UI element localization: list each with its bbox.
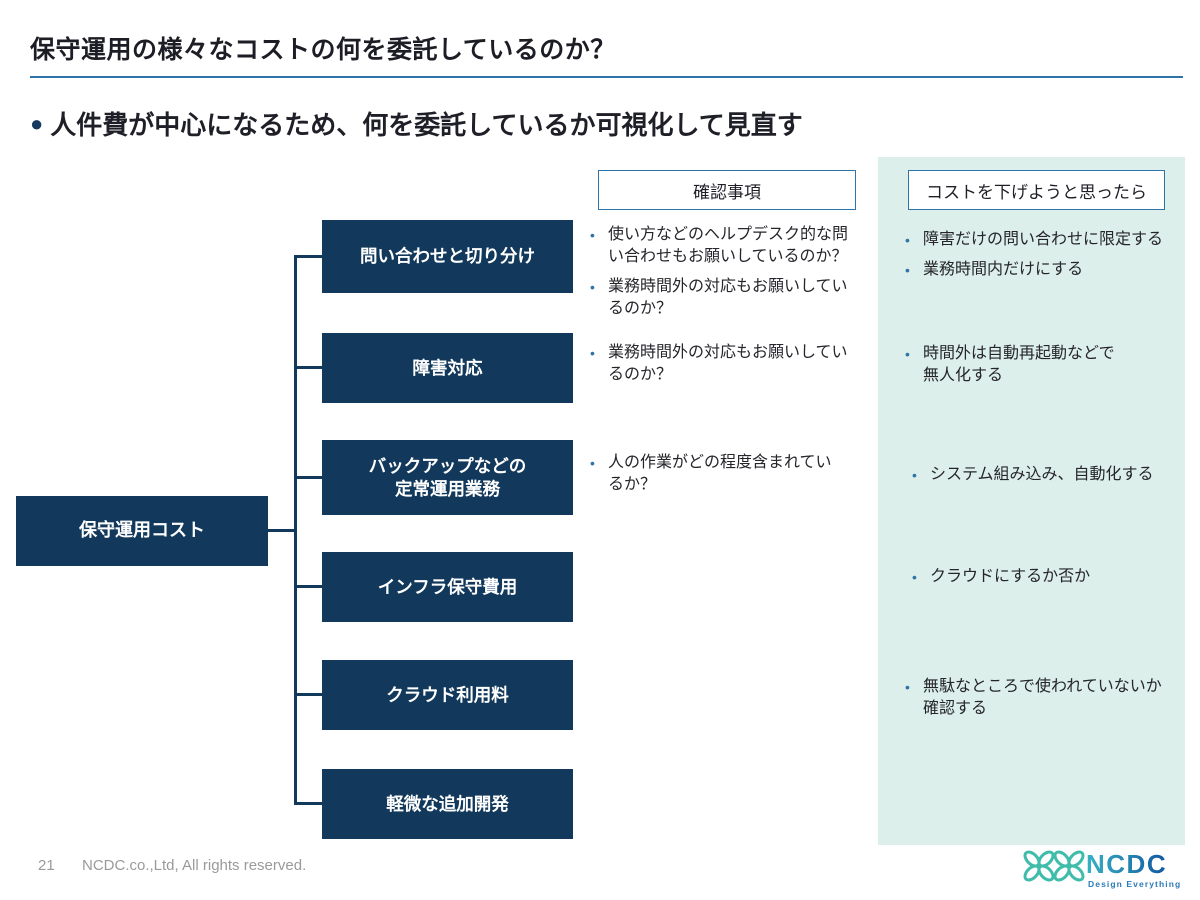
reduce-list-row-3: • システム組み込み、自動化する xyxy=(910,464,1182,494)
reduce-list-row-5: • 無駄なところで使われていないか 確認する xyxy=(903,676,1181,728)
list-item: • 時間外は自動再起動などで 無人化する xyxy=(903,343,1181,387)
bullet-dot-icon: • xyxy=(590,227,595,243)
check-text: 業務時間外の対応もお願いしてい るのか？ xyxy=(608,278,848,317)
node-row-3: バックアップなどの 定常運用業務 xyxy=(322,440,573,515)
list-item: • 無駄なところで使われていないか 確認する xyxy=(903,676,1181,720)
reduce-text: 無駄なところで使われていないか 確認する xyxy=(923,678,1162,717)
connector-branch-2 xyxy=(294,366,322,369)
list-item: • 業務時間外の対応もお願いしてい るのか？ xyxy=(588,342,868,386)
bullet-dot-icon: • xyxy=(912,569,917,585)
check-text: 使い方などのヘルプデスク的な問 い合わせもお願いしているのか？ xyxy=(608,226,849,265)
node-row-5: クラウド利用料 xyxy=(322,660,573,730)
reduce-text: クラウドにするか否か xyxy=(930,568,1091,585)
reduce-column-header: コストを下げようと思ったら xyxy=(908,170,1165,210)
check-text: 業務時間外の対応もお願いしてい るのか？ xyxy=(608,344,848,383)
bullet-dot-icon: • xyxy=(905,679,910,695)
ncdc-logo: NCDC Design Everything xyxy=(1023,849,1181,889)
list-item: • システム組み込み、自動化する xyxy=(910,464,1182,486)
node-root: 保守運用コスト xyxy=(16,496,268,566)
check-text: 人の作業がどの程度含まれてい るか？ xyxy=(608,454,832,493)
list-item: • 障害だけの問い合わせに限定する xyxy=(903,229,1181,251)
node-row-1: 問い合わせと切り分け xyxy=(322,220,573,293)
logo-clover-icon xyxy=(1023,850,1085,882)
reduce-text: 業務時間内だけにする xyxy=(923,261,1084,278)
connector-branch-1 xyxy=(294,255,322,258)
list-item: • 業務時間外の対応もお願いしてい るのか？ xyxy=(588,276,868,320)
headline: ● 人件費が中心になるため、何を委託しているか可視化して見直す xyxy=(30,105,803,142)
bullet-dot-icon: • xyxy=(590,345,595,361)
page-number: 21 xyxy=(38,857,55,874)
bullet-dot-icon: • xyxy=(590,455,595,471)
slide-title: 保守運用の様々なコストの何を委託しているのか？ xyxy=(30,36,616,64)
checks-list-row-3: • 人の作業がどの程度含まれてい るか？ xyxy=(588,452,868,504)
bullet-dot-icon: • xyxy=(905,232,910,248)
list-item: • 業務時間内だけにする xyxy=(903,259,1181,281)
connector-trunk xyxy=(294,255,297,804)
node-row-2: 障害対応 xyxy=(322,333,573,403)
bullet-dot-icon: • xyxy=(590,279,595,295)
headline-text: 人件費が中心になるため、何を委託しているか可視化して見直す xyxy=(50,110,803,140)
bullet-dot-icon: • xyxy=(905,262,910,278)
checks-list-row-2: • 業務時間外の対応もお願いしてい るのか？ xyxy=(588,342,868,394)
list-item: • 使い方などのヘルプデスク的な問 い合わせもお願いしているのか？ xyxy=(588,224,868,268)
cost-reduction-panel xyxy=(878,157,1185,845)
node-row-4: インフラ保守費用 xyxy=(322,552,573,622)
connector-root xyxy=(268,529,297,532)
list-item: • 人の作業がどの程度含まれてい るか？ xyxy=(588,452,868,496)
connector-branch-6 xyxy=(294,802,322,805)
bullet-dot-icon: • xyxy=(912,467,917,483)
bullet-dot-icon: • xyxy=(905,346,910,362)
logo-wordmark: NCDC xyxy=(1086,849,1167,879)
checks-column-header: 確認事項 xyxy=(598,170,856,210)
reduce-text: システム組み込み、自動化する xyxy=(930,466,1154,483)
checks-list-row-1: • 使い方などのヘルプデスク的な問 い合わせもお願いしているのか？ • 業務時間… xyxy=(588,224,868,328)
connector-branch-3 xyxy=(294,476,322,479)
reduce-list-row-1: • 障害だけの問い合わせに限定する • 業務時間内だけにする xyxy=(903,229,1181,289)
reduce-text: 障害だけの問い合わせに限定する xyxy=(923,231,1164,248)
copyright-text: NCDC.co.,Ltd, All rights reserved. xyxy=(82,857,307,874)
logo-tagline: Design Everything xyxy=(1088,879,1181,889)
node-row-6: 軽微な追加開発 xyxy=(322,769,573,839)
connector-branch-4 xyxy=(294,585,322,588)
connector-branch-5 xyxy=(294,693,322,696)
reduce-text: 時間外は自動再起動などで 無人化する xyxy=(923,345,1115,384)
list-item: • クラウドにするか否か xyxy=(910,566,1182,588)
title-divider xyxy=(30,76,1183,78)
headline-bullet-icon: ● xyxy=(30,110,44,136)
reduce-list-row-2: • 時間外は自動再起動などで 無人化する xyxy=(903,343,1181,395)
reduce-list-row-4: • クラウドにするか否か xyxy=(910,566,1182,596)
